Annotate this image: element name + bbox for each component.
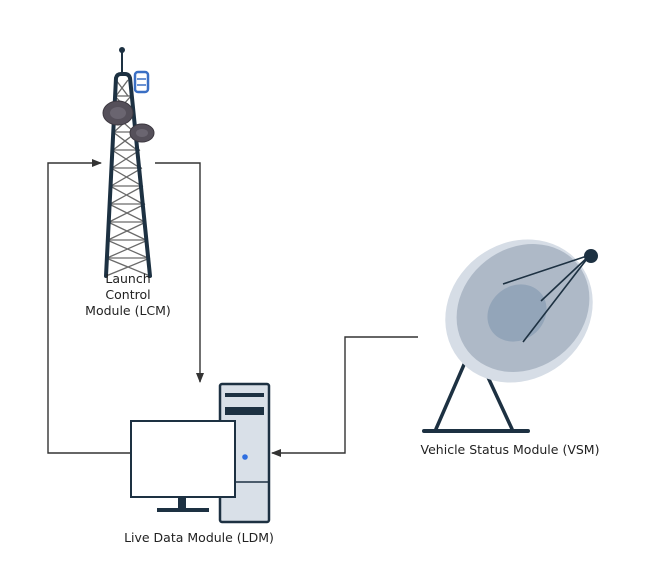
ldm-label: Live Data Module (LDM) <box>124 530 274 545</box>
radio-tower-icon <box>102 47 155 278</box>
connector-ldm-to-lcm <box>47 159 130 454</box>
lcm-label: Launch Control Module (LCM) <box>68 271 188 319</box>
lcm-label-line2: Control <box>105 287 151 302</box>
satellite-dish-icon <box>422 239 598 433</box>
connector-lcm-to-ldm <box>155 162 204 383</box>
lcm-label-line1: Launch <box>105 271 151 286</box>
lcm-label-line3: Module (LCM) <box>85 303 171 318</box>
connector-vsm-to-ldm <box>271 336 418 457</box>
connectors <box>47 159 418 457</box>
desktop-computer-icon <box>130 382 271 524</box>
vsm-label: Vehicle Status Module (VSM) <box>420 442 600 457</box>
